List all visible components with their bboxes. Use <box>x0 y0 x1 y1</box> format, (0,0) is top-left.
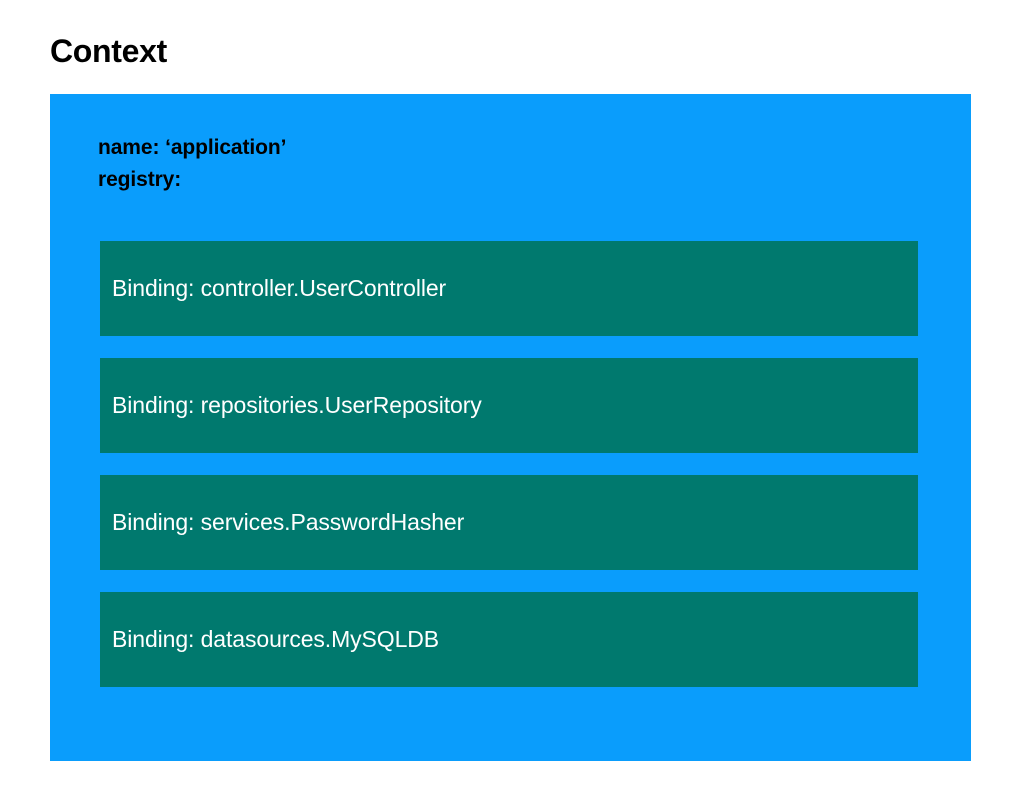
binding-item[interactable]: Binding: controller.UserController <box>100 241 918 336</box>
page-title: Context <box>50 33 168 69</box>
binding-label: Binding: services.PasswordHasher <box>112 508 465 535</box>
context-metadata: name: ‘application’ registry: <box>98 132 286 196</box>
binding-item[interactable]: Binding: datasources.MySQLDB <box>100 592 918 687</box>
registry-list: Binding: controller.UserController Bindi… <box>100 241 918 687</box>
binding-label: Binding: datasources.MySQLDB <box>112 625 440 652</box>
binding-item[interactable]: Binding: repositories.UserRepository <box>100 358 918 453</box>
binding-item[interactable]: Binding: services.PasswordHasher <box>100 475 918 570</box>
context-container: name: ‘application’ registry: Binding: c… <box>50 94 971 761</box>
context-name-label: name: ‘application’ <box>98 136 287 159</box>
binding-label: Binding: repositories.UserRepository <box>112 391 482 418</box>
binding-label: Binding: controller.UserController <box>112 274 447 301</box>
context-registry-label: registry: <box>98 168 182 191</box>
